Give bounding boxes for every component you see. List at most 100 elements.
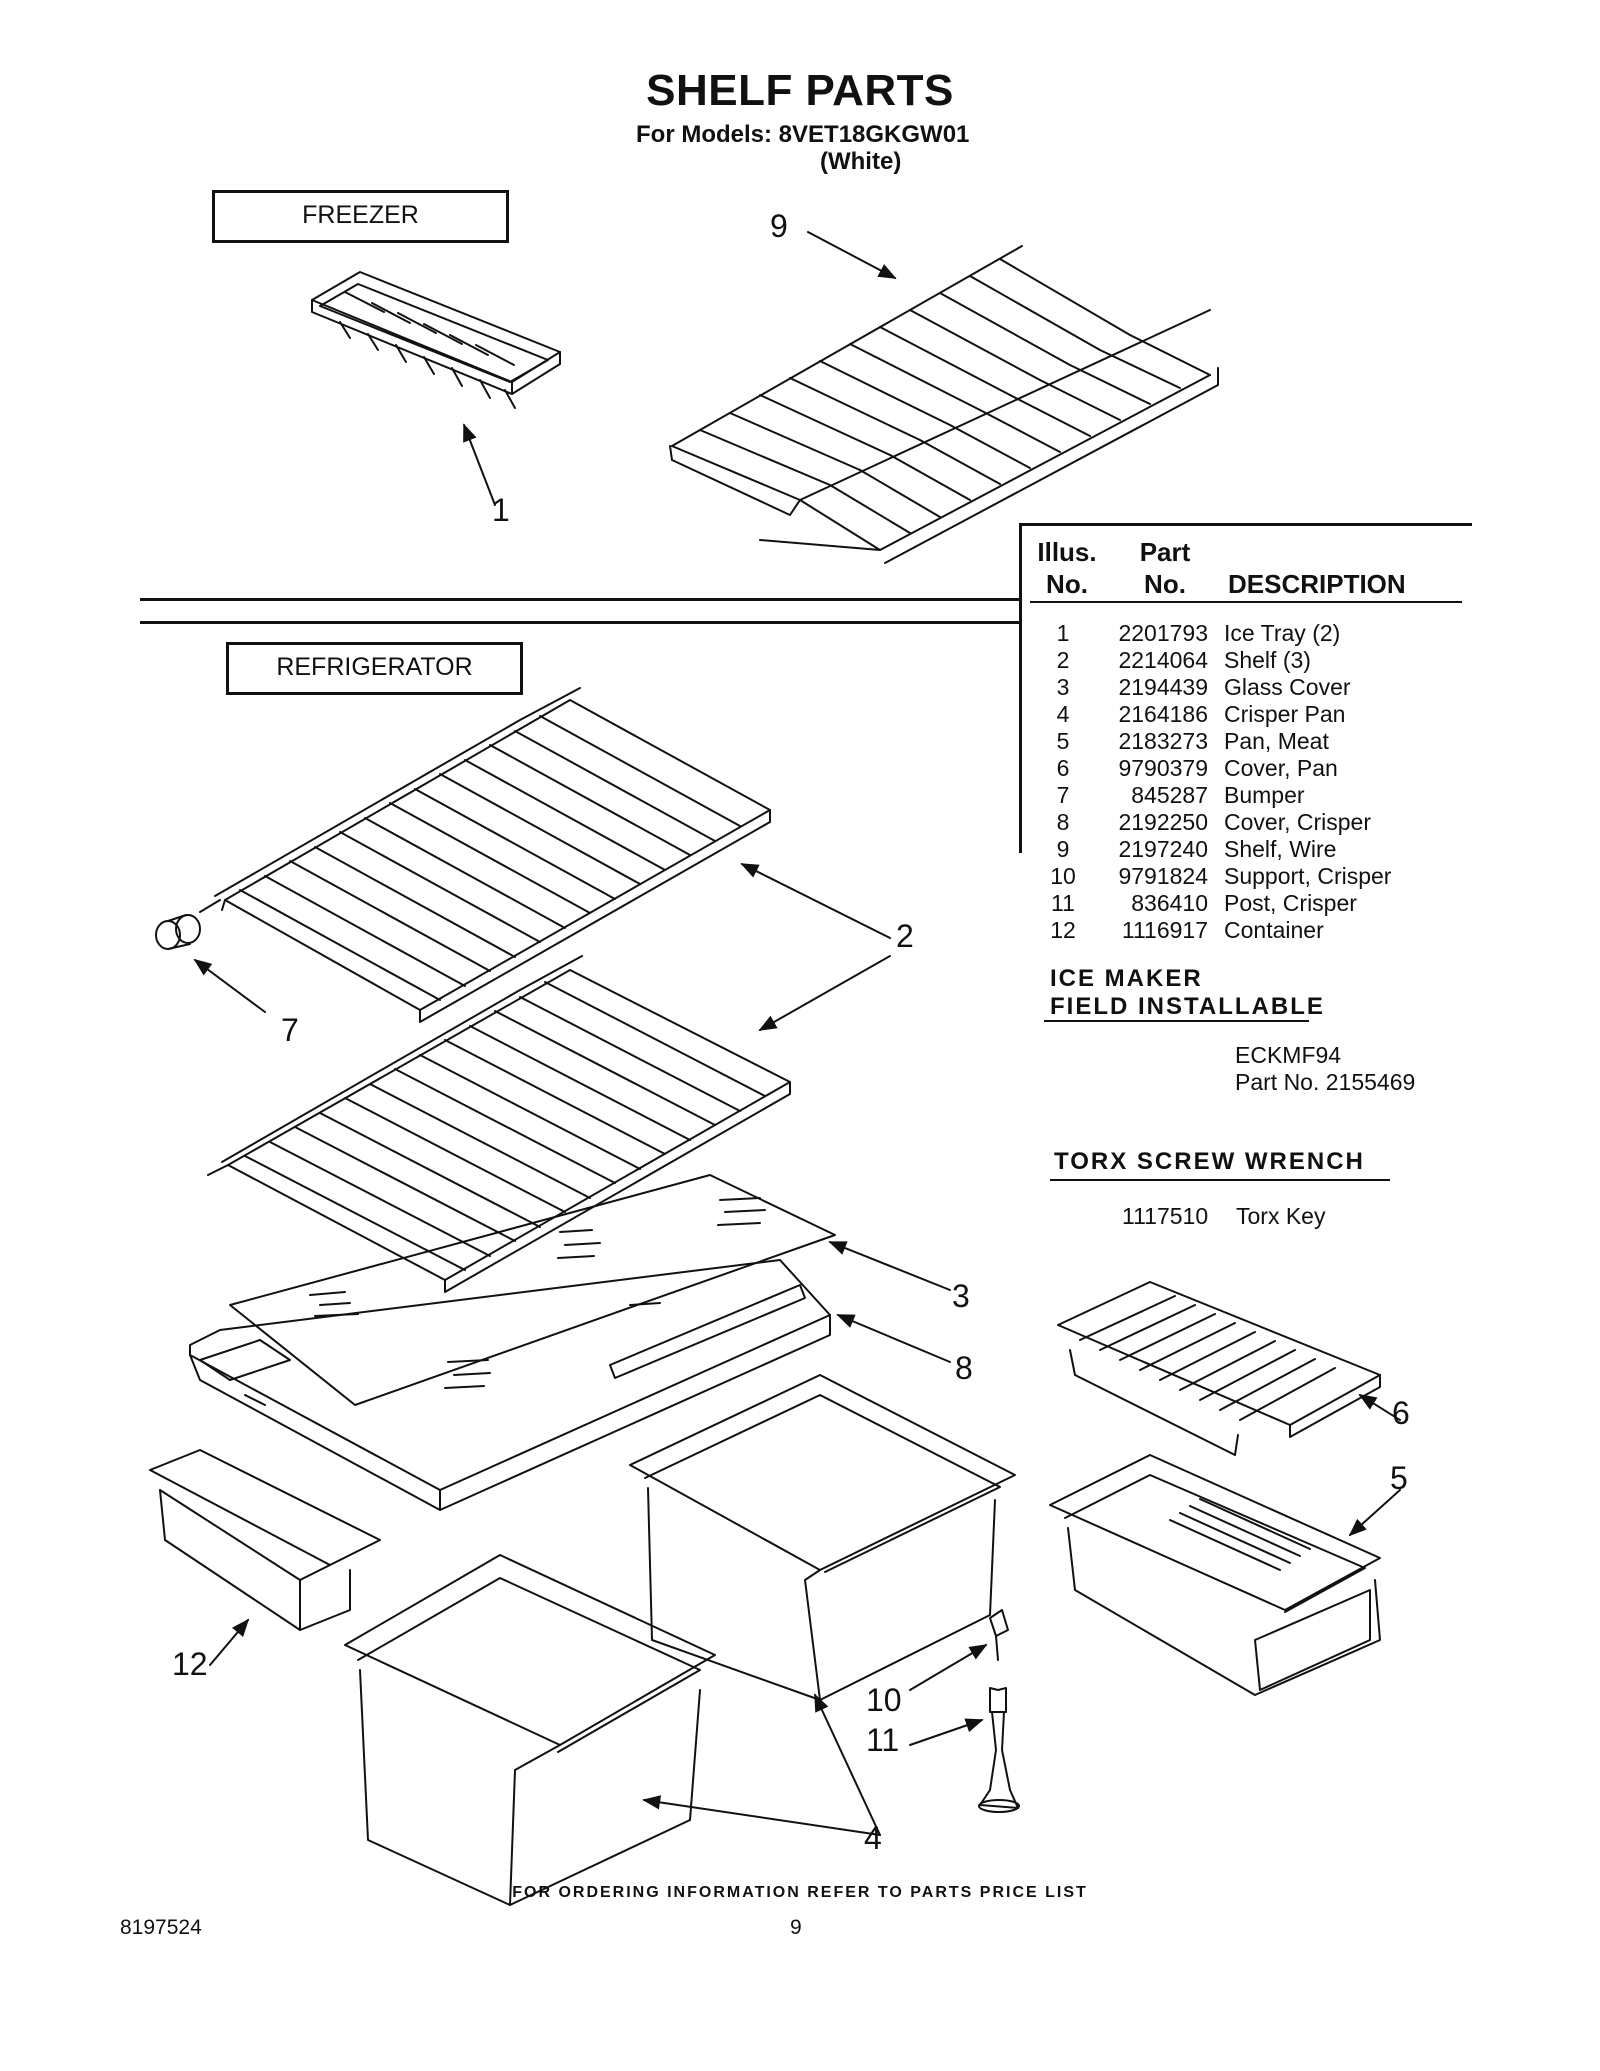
callout-5: 5: [1390, 1460, 1408, 1496]
part-number: 2194439: [1118, 674, 1208, 700]
part-description: Bumper: [1224, 782, 1305, 808]
part-number: 1116917: [1121, 917, 1208, 943]
ice-tray-part: [311, 271, 561, 409]
ice-maker-rule: [1044, 1020, 1309, 1022]
illus-number: 2: [1056, 647, 1070, 673]
table-row: 9 2197240 Shelf, Wire: [1038, 836, 1391, 863]
refrigerator-label: REFRIGERATOR: [226, 642, 523, 695]
document-number: 8197524: [120, 1916, 202, 1939]
pan-cover-part: [1057, 1281, 1381, 1456]
illus-number: 8: [1056, 809, 1070, 835]
part-number: 9791824: [1118, 863, 1208, 889]
table-row: 6 9790379 Cover, Pan: [1038, 755, 1391, 782]
table-top-rule: [1022, 523, 1472, 526]
callout-2: 2: [896, 918, 914, 954]
models-line: For Models: 8VET18GKGW01: [636, 121, 970, 148]
table-row: 3 2194439 Glass Cover: [1038, 674, 1391, 701]
color-line: (White): [820, 148, 902, 175]
part-number: 2192250: [1118, 809, 1208, 835]
lower-refrigerator-shelf-part: [207, 955, 791, 1293]
illus-number: 4: [1056, 701, 1070, 727]
torx-rule: [1050, 1179, 1390, 1181]
col-illus-header: Illus.No.: [1037, 537, 1097, 599]
callout-1: 1: [492, 492, 510, 528]
part-number: 2164186: [1118, 701, 1208, 727]
container-part: [149, 1449, 381, 1631]
crisper-pan-right-part: [629, 1374, 1016, 1701]
leader-lines: [193, 231, 1401, 1836]
illus-number: 5: [1056, 728, 1070, 754]
table-row: 11 836410 Post, Crisper: [1038, 890, 1391, 917]
part-description: Glass Cover: [1224, 674, 1351, 700]
illus-number: 3: [1056, 674, 1070, 700]
part-description: Support, Crisper: [1224, 863, 1392, 889]
part-description: Shelf (3): [1224, 647, 1311, 673]
torx-heading: TORX SCREW WRENCH: [1054, 1148, 1365, 1175]
table-row: 5 2183273 Pan, Meat: [1038, 728, 1391, 755]
freezer-wire-shelf-part: [669, 245, 1219, 564]
callout-12: 12: [172, 1646, 208, 1682]
callout-7: 7: [281, 1012, 299, 1048]
col-desc-header: DESCRIPTION: [1228, 569, 1406, 599]
upper-refrigerator-shelf-part: [199, 687, 771, 1023]
table-row: 1 2201793 Ice Tray (2): [1038, 620, 1391, 647]
illus-number: 10: [1050, 863, 1076, 889]
ordering-note: FOR ORDERING INFORMATION REFER TO PARTS …: [512, 1884, 1088, 1901]
part-description: Crisper Pan: [1224, 701, 1346, 727]
page-title: SHELF PARTS: [646, 66, 954, 115]
callout-11: 11: [866, 1722, 900, 1758]
part-number: 2214064: [1118, 647, 1208, 673]
meat-pan-part: [1049, 1454, 1381, 1696]
part-number: 2183273: [1118, 728, 1208, 754]
table-row: 7 845287 Bumper: [1038, 782, 1391, 809]
illus-number: 7: [1056, 782, 1070, 808]
callout-9: 9: [770, 208, 788, 244]
table-header-rule: [1030, 601, 1462, 603]
table-row: 2 2214064 Shelf (3): [1038, 647, 1391, 674]
illus-number: 12: [1050, 917, 1076, 943]
crisper-cover-part: [189, 1259, 831, 1511]
part-number: 2197240: [1118, 836, 1208, 862]
callout-8: 8: [955, 1350, 973, 1386]
part-number: 2201793: [1118, 620, 1208, 646]
part-number: 9790379: [1118, 755, 1208, 781]
part-description: Cover, Crisper: [1224, 809, 1371, 835]
part-description: Cover, Pan: [1224, 755, 1338, 781]
part-description: Post, Crisper: [1224, 890, 1357, 916]
divider-upper: [140, 598, 1020, 601]
table-row: 8 2192250 Cover, Crisper: [1038, 809, 1391, 836]
illus-number: 6: [1056, 755, 1070, 781]
divider-lower: [140, 621, 1020, 624]
torx-desc: Torx Key: [1236, 1203, 1326, 1229]
crisper-support-part: [989, 1609, 1009, 1661]
part-description: Shelf, Wire: [1224, 836, 1337, 862]
part-description: Container: [1224, 917, 1324, 943]
callout-6: 6: [1392, 1395, 1410, 1431]
torx-part: 1117510: [1122, 1203, 1209, 1229]
callout-3: 3: [952, 1278, 970, 1314]
illus-number: 1: [1056, 620, 1070, 646]
bumper-part: [155, 914, 201, 950]
callout-4: 4: [864, 1820, 882, 1856]
table-row: 12 1116917 Container: [1038, 917, 1391, 944]
callout-10: 10: [866, 1682, 902, 1718]
freezer-label: FREEZER: [212, 190, 509, 243]
part-description: Ice Tray (2): [1224, 620, 1341, 646]
crisper-post-part: [978, 1687, 1020, 1813]
table-row: 10 9791824 Support, Crisper: [1038, 863, 1391, 890]
part-number: 836410: [1131, 890, 1208, 916]
parts-table: 1 2201793 Ice Tray (2) 2 2214064 Shelf (3) 3 21…: [1038, 620, 1391, 944]
part-description: Pan, Meat: [1224, 728, 1329, 754]
illus-number: 9: [1056, 836, 1070, 862]
table-left-rule: [1019, 523, 1022, 853]
illus-number: 11: [1051, 890, 1075, 916]
glass-cover-part: [229, 1174, 836, 1406]
part-number: 845287: [1131, 782, 1208, 808]
page-number: 9: [790, 1916, 802, 1939]
crisper-pan-left-part: [344, 1554, 716, 1906]
table-row: 4 2164186 Crisper Pan: [1038, 701, 1391, 728]
